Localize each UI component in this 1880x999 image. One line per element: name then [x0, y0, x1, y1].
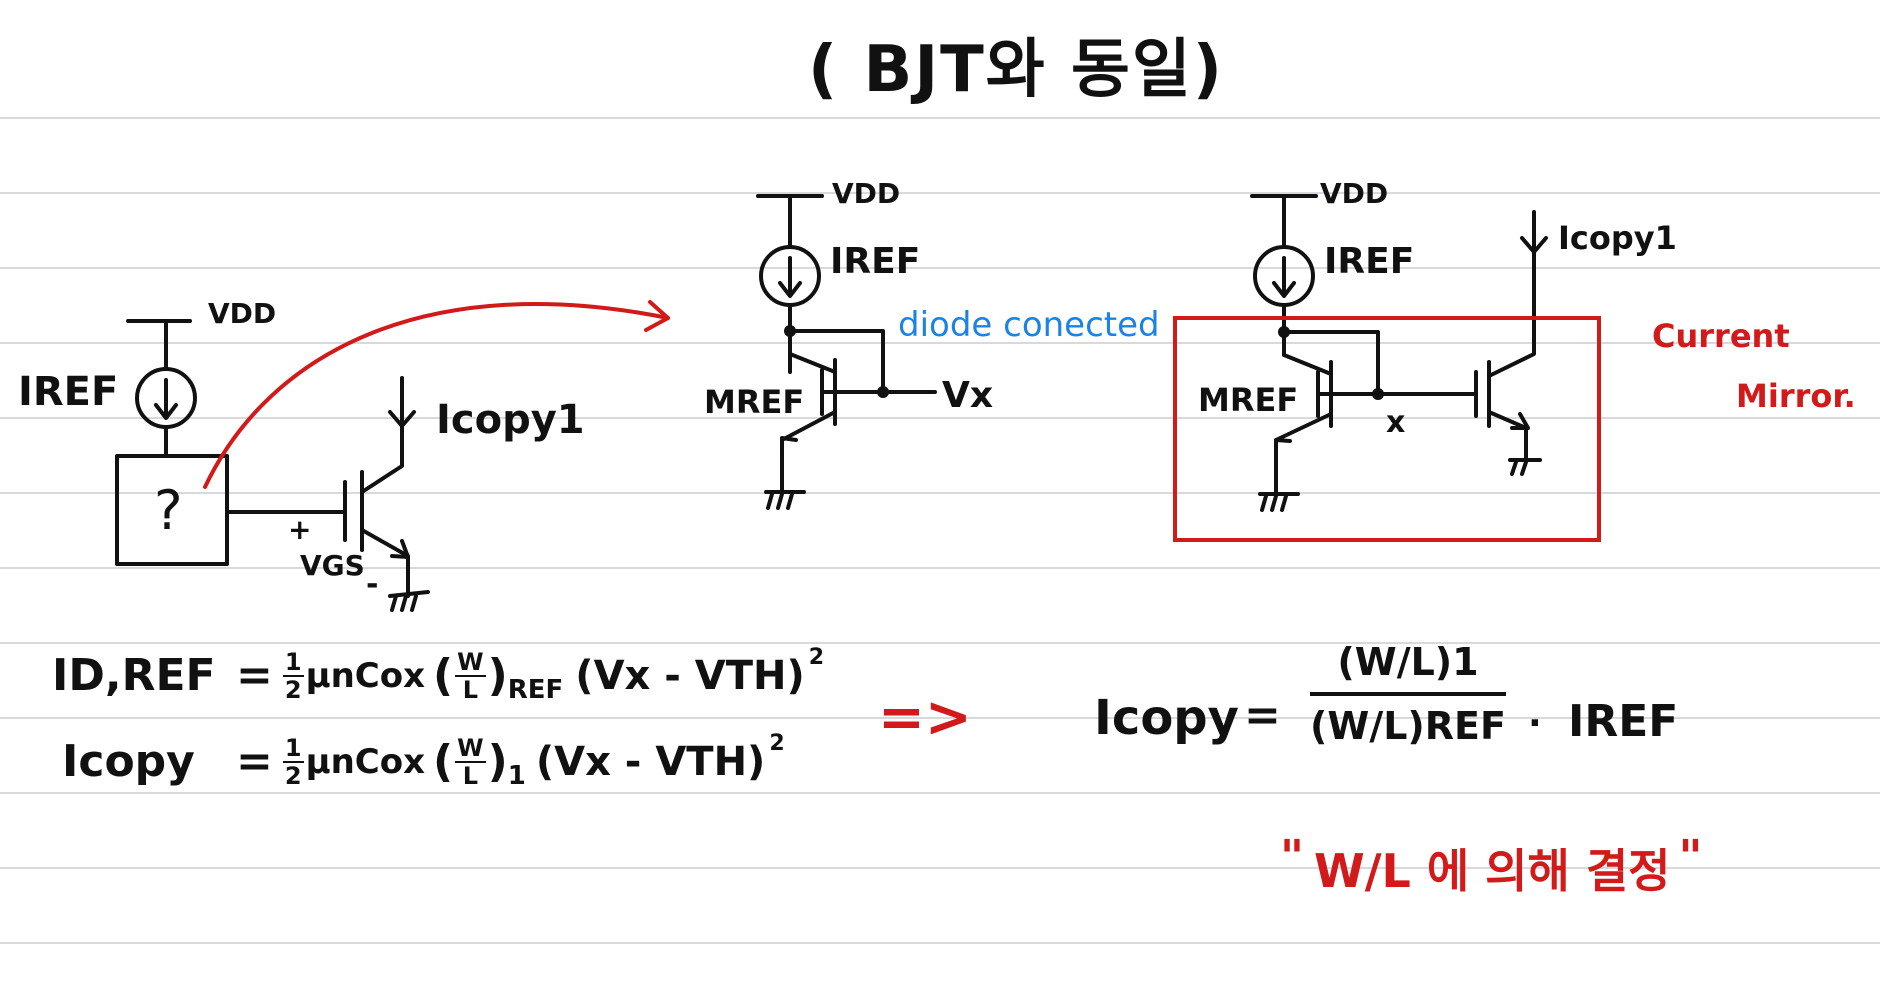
- notebook-rule: [0, 117, 1880, 119]
- eq2-wl: W L: [455, 734, 486, 790]
- equation-id-ref: ID,REF = 1 2 μnCox ( W L ) REF (Vx - VTH…: [52, 645, 825, 705]
- notebook-rule: [0, 342, 1880, 344]
- eq1-overdrive: (Vx - VTH): [575, 653, 805, 699]
- eq1-equals: =: [236, 650, 273, 701]
- result-denominator: (W/L)REF: [1310, 704, 1506, 748]
- notebook-rule: [0, 792, 1880, 794]
- circuit-diode-connected: [756, 194, 937, 510]
- label-vgs-plus: +: [288, 513, 312, 546]
- note-fraction: W/L: [1313, 844, 1411, 898]
- label-vdd-1: VDD: [208, 297, 277, 330]
- label-vdd-3: VDD: [1320, 177, 1389, 210]
- label-mref-3: MREF: [1198, 381, 1299, 419]
- eq1-wl: W L: [455, 648, 486, 704]
- notebook-rule: [0, 267, 1880, 269]
- eq2-half: 1 2: [282, 734, 304, 790]
- label-vgs: VGS: [300, 549, 365, 582]
- label-iref-1: IREF: [18, 369, 119, 415]
- eq1-mucox: μnCox: [305, 656, 426, 696]
- eq2-wl-sub: 1: [507, 761, 526, 791]
- page-title: ( BJT와 동일): [808, 33, 1224, 107]
- red-arrow-head: [644, 300, 670, 332]
- label-unknown-box: ?: [154, 479, 183, 542]
- eq2-mucox: μnCox: [305, 742, 426, 782]
- result-rhs: IREF: [1568, 696, 1679, 747]
- equation-icopy: Icopy = 1 2 μnCox ( W L ) 1 (Vx - VTH) 2: [62, 731, 785, 791]
- fraction-bar: [1310, 692, 1506, 696]
- label-vgs-minus: -: [366, 567, 379, 602]
- eq1-power: 2: [808, 645, 825, 670]
- notebook-rule: [0, 942, 1880, 944]
- notebook-rule: [0, 492, 1880, 494]
- eq2-power: 2: [769, 731, 785, 756]
- label-icopy1-1: Icopy1: [436, 397, 585, 443]
- junction-dot: [877, 386, 889, 398]
- notebook-rule: [0, 192, 1880, 194]
- eq1-lhs: ID,REF: [52, 650, 216, 701]
- label-mref-2: MREF: [704, 383, 805, 421]
- label-iref-2: IREF: [830, 241, 921, 282]
- notebook-rule: [0, 642, 1880, 644]
- label-diode-connected: diode conected: [898, 305, 1160, 345]
- result-fraction: (W/L)1 (W/L)REF: [1310, 640, 1506, 748]
- note-text: 에 의해 결정: [1426, 844, 1671, 898]
- label-iref-3: IREF: [1324, 241, 1415, 282]
- implies-arrow: =>: [878, 685, 972, 750]
- notebook-rule: [0, 417, 1880, 419]
- result-equals: =: [1244, 690, 1281, 741]
- label-vdd-2: VDD: [832, 177, 901, 210]
- eq2-equals: =: [236, 736, 273, 787]
- current-mirror-box: [1173, 316, 1601, 542]
- label-node-x: x: [1386, 405, 1406, 440]
- label-current: Current: [1652, 317, 1790, 355]
- junction-dot: [1278, 326, 1290, 338]
- eq1-half: 1 2: [282, 648, 304, 704]
- eq1-wl-sub: REF: [507, 675, 564, 705]
- eq2-lhs: Icopy: [62, 736, 195, 787]
- circuit-unknown-bias: [115, 319, 430, 612]
- note-open-quote: ": [1280, 830, 1304, 884]
- notebook-rule: [0, 867, 1880, 869]
- conclusion-note: " W/L 에 의해 결정 ": [1280, 834, 1702, 898]
- eq2-overdrive: (Vx - VTH): [535, 739, 766, 785]
- junction-dot: [1372, 388, 1384, 400]
- red-curved-arrow: [203, 302, 670, 489]
- result-dot: ·: [1528, 703, 1542, 744]
- notebook-rule: [0, 567, 1880, 569]
- label-icopy1-3: Icopy1: [1558, 219, 1677, 257]
- label-mirror: Mirror.: [1736, 377, 1856, 415]
- label-vx: Vx: [942, 375, 994, 416]
- junction-dot: [784, 325, 796, 337]
- note-close-quote: ": [1678, 830, 1703, 884]
- result-lhs: Icopy: [1094, 690, 1239, 746]
- notebook-rule: [0, 717, 1880, 719]
- result-numerator: (W/L)1: [1337, 640, 1479, 684]
